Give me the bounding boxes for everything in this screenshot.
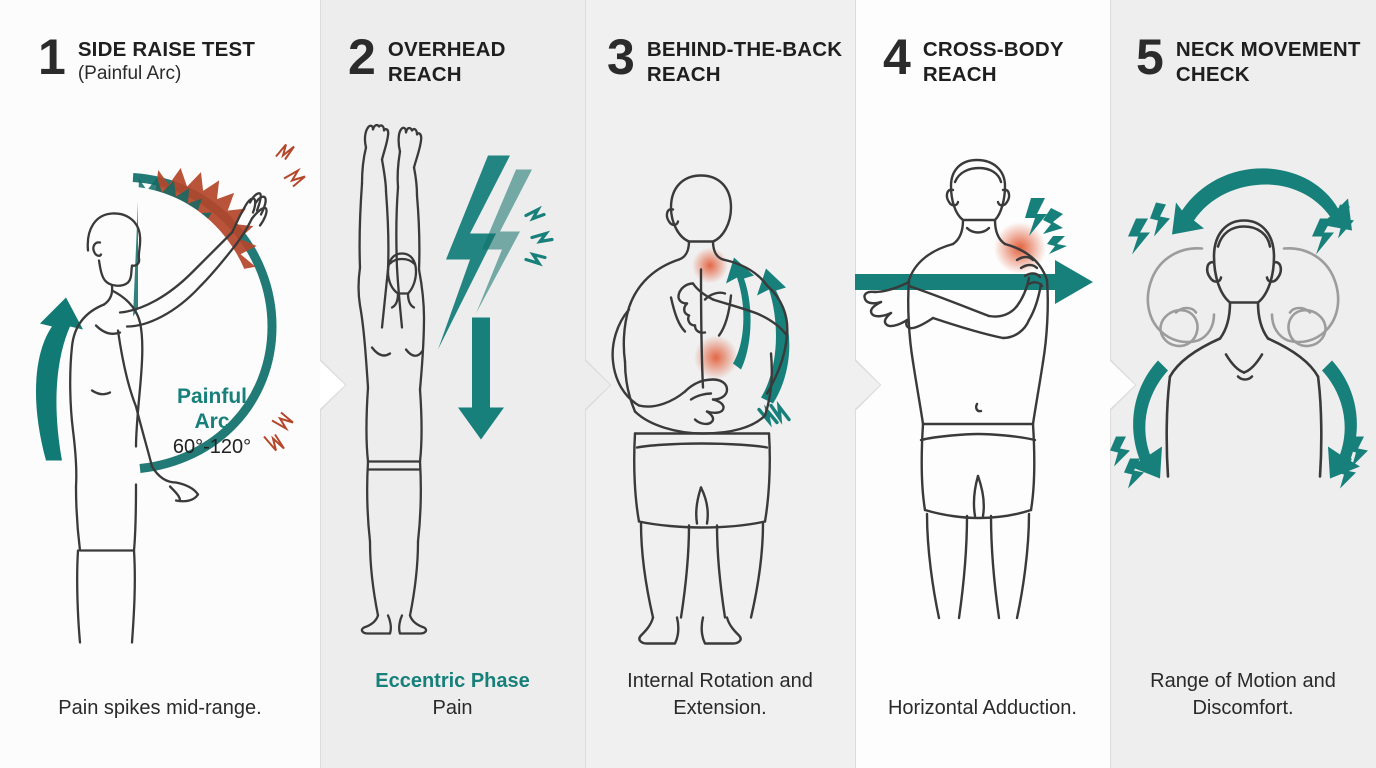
panel-3-caption: Internal Rotation and Extension. xyxy=(585,668,855,768)
panel-1-number: 1 xyxy=(38,29,66,85)
panel-5-number: 5 xyxy=(1136,29,1164,85)
panel-step-3: 3 BEHIND-THE-BACK REACH xyxy=(585,0,855,768)
neck-rotation-figure-icon xyxy=(1146,247,1340,348)
panel-5-title: NECK MOVEMENT CHECK xyxy=(1175,38,1361,86)
panel-4-number: 4 xyxy=(883,29,911,85)
panel-1-caption: Pain spikes mid-range. xyxy=(0,695,320,768)
panel-4-title: CROSS-BODY REACH xyxy=(922,38,1064,86)
pain-spark-icon xyxy=(263,143,306,452)
cross-body-reach-figure-icon xyxy=(863,158,1049,620)
panel-3-number: 3 xyxy=(607,29,635,85)
pain-spark-icon xyxy=(1110,202,1368,489)
double-headed-arrow-icon xyxy=(1172,168,1352,235)
rotation-arrow-icon xyxy=(726,257,790,404)
panel-step-1: 1 SIDE RAISE TEST (Painful Arc) xyxy=(0,0,320,768)
panel-2-caption: Eccentric Phase Pain xyxy=(320,668,585,768)
overhead-reach-figure-icon xyxy=(357,123,428,635)
pain-spark-icon xyxy=(1025,198,1067,254)
panel-1-title: SIDE RAISE TEST (Painful Arc) xyxy=(78,34,255,86)
lightning-bolt-icon xyxy=(438,155,532,350)
panel-4-illustration xyxy=(855,87,1110,695)
panel-5-caption-text: Range of Motion and Discomfort. xyxy=(1150,670,1336,719)
panel-step-4: 4 CROSS-BODY REACH xyxy=(855,0,1110,768)
pain-spark-icon xyxy=(757,400,791,428)
panel-3-caption-text: Internal Rotation and Extension. xyxy=(627,670,813,719)
upward-motion-arrow-icon xyxy=(35,297,83,461)
behind-back-reach-figure-icon xyxy=(611,174,789,645)
panel-2-caption-text: Pain xyxy=(432,697,473,719)
panel-2-number: 2 xyxy=(348,29,376,85)
panel-3-header: 3 BEHIND-THE-BACK REACH xyxy=(585,0,855,87)
panel-5-header: 5 NECK MOVEMENT CHECK xyxy=(1110,0,1376,87)
pain-hotspot-icon xyxy=(994,222,1046,274)
panel-step-5: 5 NECK MOVEMENT CHECK xyxy=(1110,0,1376,768)
panel-1-header: 1 SIDE RAISE TEST (Painful Arc) xyxy=(0,0,320,86)
panel-2-header: 2 OVERHEAD REACH xyxy=(320,0,585,87)
horizontal-arrow-icon xyxy=(855,260,1093,304)
panel-4-caption-text: Horizontal Adduction. xyxy=(887,697,1077,719)
panel-1-subtitle: (Painful Arc) xyxy=(77,63,182,84)
panel-2-caption-highlight: Eccentric Phase xyxy=(375,670,530,692)
panel-1-caption-text: Pain spikes mid-range. xyxy=(58,697,262,719)
panel-4-caption: Horizontal Adduction. xyxy=(855,695,1110,768)
panel-1-illustration: Painful Arc 60°-120° xyxy=(0,86,320,695)
panel-step-2: 2 OVERHEAD REACH xyxy=(320,0,585,768)
panel-2-illustration xyxy=(320,87,585,668)
panel-2-title: OVERHEAD REACH xyxy=(387,38,506,86)
pain-spark-icon xyxy=(524,205,554,267)
panel-3-illustration xyxy=(585,87,855,668)
raised-arm-figure-icon xyxy=(69,192,268,644)
downward-arrow-icon xyxy=(458,317,504,440)
panel-3-title: BEHIND-THE-BACK REACH xyxy=(646,38,843,86)
panel-1-title-text: SIDE RAISE TEST xyxy=(77,38,256,61)
panel-4-header: 4 CROSS-BODY REACH xyxy=(855,0,1110,87)
panel-5-caption: Range of Motion and Discomfort. xyxy=(1110,668,1376,768)
panel-5-illustration xyxy=(1110,87,1376,668)
